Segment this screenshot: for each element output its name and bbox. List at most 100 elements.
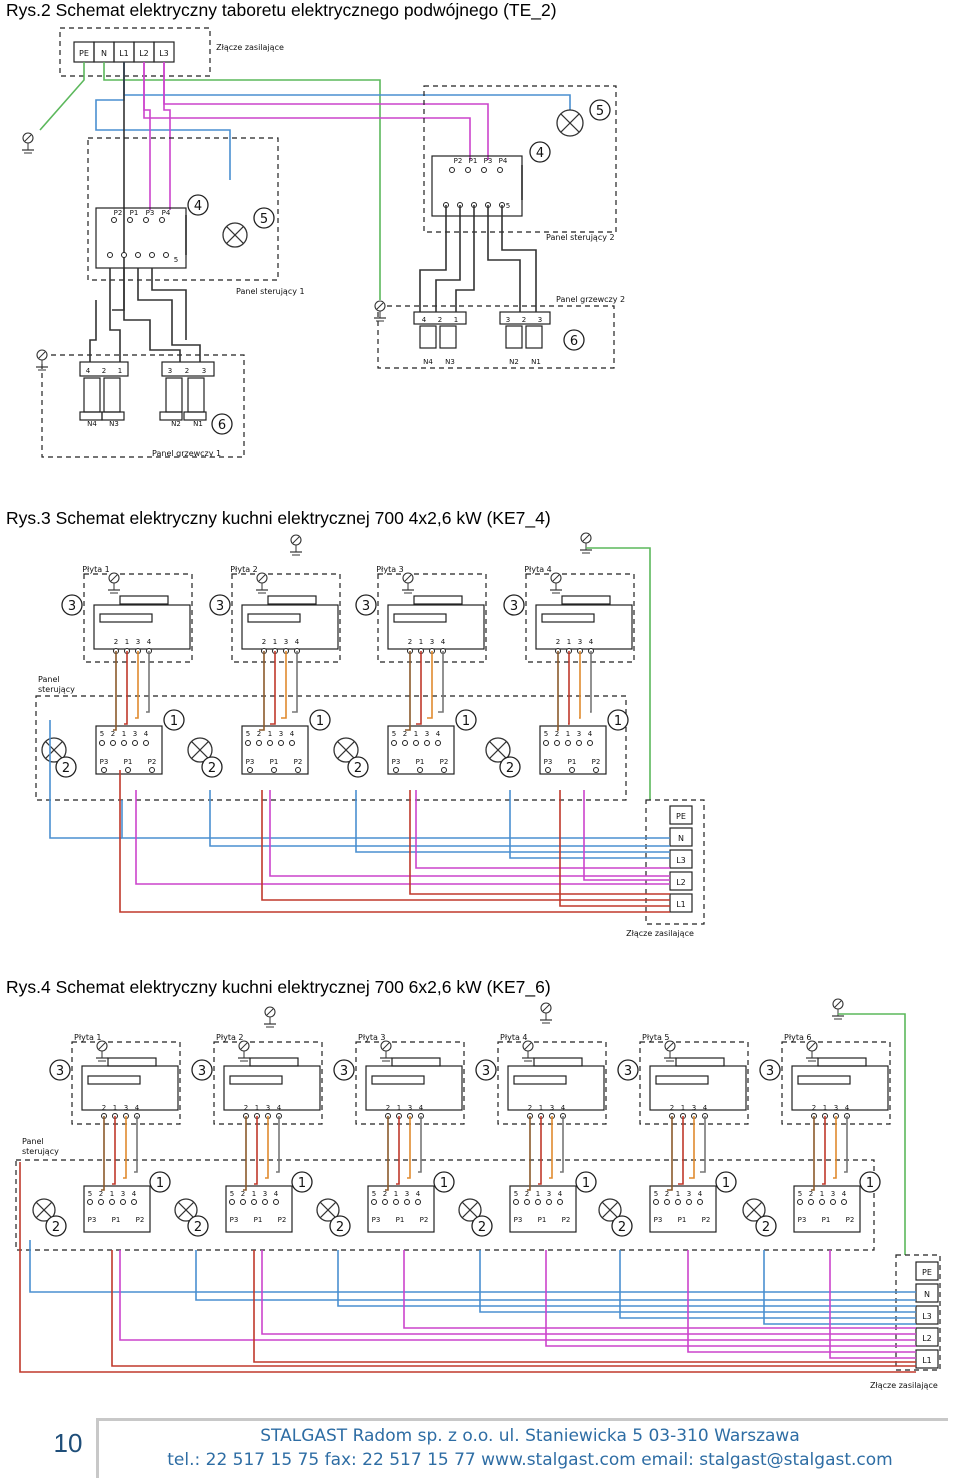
switch-label: P3 xyxy=(798,1216,807,1224)
terminal xyxy=(120,1199,126,1205)
callout-number: 2 xyxy=(62,761,70,776)
terminal-label: 2 xyxy=(102,1104,106,1112)
figure-2-caption: Rys.2 Schemat elektryczny taboretu elekt… xyxy=(6,0,557,20)
terminal xyxy=(543,740,549,746)
switch-label: P1 xyxy=(270,758,279,766)
wire xyxy=(407,1116,411,1179)
n-label: N2 xyxy=(509,358,519,366)
wire xyxy=(745,1201,763,1219)
terminal-label: 3 xyxy=(692,1104,696,1112)
switch-box xyxy=(95,207,187,269)
wire xyxy=(586,547,651,800)
terminal xyxy=(576,740,582,746)
heater-element xyxy=(103,377,121,413)
heater-element xyxy=(525,325,543,349)
wire xyxy=(110,574,118,582)
terminal-label: 3 xyxy=(550,1104,554,1112)
terminal xyxy=(99,740,105,746)
terminal xyxy=(402,740,408,746)
terminal xyxy=(110,740,116,746)
switch-label: 3 xyxy=(547,1190,551,1198)
wire xyxy=(396,1116,400,1185)
terminal-label: 2 xyxy=(244,1104,248,1112)
switch-label: 4 xyxy=(588,730,593,738)
callout-circle xyxy=(309,709,331,731)
switch-label: 1 xyxy=(122,730,126,738)
callout-circle xyxy=(355,594,377,616)
heater-element xyxy=(505,325,523,349)
switch-label: P2 xyxy=(420,1216,429,1224)
terminal-box xyxy=(669,871,693,891)
switch-label: P3 xyxy=(230,1216,239,1224)
terminal xyxy=(697,1199,703,1205)
wire xyxy=(134,1116,138,1173)
terminal-label: 1 xyxy=(273,638,277,646)
callout-number: 2 xyxy=(194,1220,202,1235)
terminal xyxy=(557,1199,563,1205)
terminal xyxy=(256,740,262,746)
wire xyxy=(135,651,139,719)
plate-box xyxy=(83,573,193,663)
wire xyxy=(281,651,287,719)
terminal-label: 3 xyxy=(124,1104,128,1112)
wire xyxy=(45,741,63,759)
wire xyxy=(35,1201,53,1219)
panel-label: Panel sterujący 1 xyxy=(236,287,305,296)
heater-terminal xyxy=(161,361,215,377)
switch-label: 2 xyxy=(257,730,261,738)
footer-divider xyxy=(96,1418,948,1421)
switch-label: P1 xyxy=(124,758,133,766)
panel-label: sterujący xyxy=(38,685,75,694)
switch-label: P2 xyxy=(702,1216,711,1224)
wire xyxy=(568,651,570,725)
terminal-label: 3 xyxy=(136,638,140,646)
plate-heater xyxy=(413,595,463,605)
wire xyxy=(808,1042,816,1050)
switch-box xyxy=(539,725,607,775)
callout-circle xyxy=(163,709,185,731)
callout-number: 4 xyxy=(194,199,202,214)
wire xyxy=(509,790,670,859)
callout-number: 3 xyxy=(56,1064,64,1079)
plate-element xyxy=(387,604,485,650)
switch-label: 3 xyxy=(425,730,429,738)
callout-number: 1 xyxy=(614,714,622,729)
wire xyxy=(243,1116,247,1191)
switch-label: P2 xyxy=(114,209,123,217)
terminal-box xyxy=(669,827,693,847)
terminal xyxy=(513,1199,519,1205)
callout-circle xyxy=(475,1059,497,1081)
callout-number: 3 xyxy=(510,599,518,614)
switch-label: 1 xyxy=(268,730,272,738)
terminal xyxy=(465,167,471,173)
callout-circle xyxy=(529,141,551,163)
terminal-label: L1 xyxy=(922,1356,932,1365)
wire xyxy=(49,720,122,839)
switch-label: P2 xyxy=(148,758,157,766)
switch-label: 2 xyxy=(383,1190,387,1198)
switch-label: 1 xyxy=(110,1190,114,1198)
wire xyxy=(111,1250,916,1367)
terminal xyxy=(111,217,117,223)
terminal xyxy=(371,1199,377,1205)
n-label: N4 xyxy=(87,420,97,428)
callout-circle xyxy=(563,329,585,351)
terminal-label: 1 xyxy=(823,1104,827,1112)
terminal-label: 1 xyxy=(255,1104,259,1112)
plate-element xyxy=(365,1065,463,1111)
plate-element xyxy=(649,1065,747,1111)
terminal-label: 3 xyxy=(430,638,434,646)
terminal-label: 3 xyxy=(266,1104,270,1112)
terminal-label: 1 xyxy=(118,367,122,375)
terminal-label: N xyxy=(101,49,107,58)
wire xyxy=(524,1042,532,1050)
terminal xyxy=(435,740,441,746)
callout-circle xyxy=(617,1059,639,1081)
plate-heater xyxy=(561,595,611,605)
switch-label: 5 xyxy=(798,1190,802,1198)
terminal-box xyxy=(915,1283,939,1303)
terminal xyxy=(593,767,599,773)
switch-label: P1 xyxy=(568,758,577,766)
callout-circle xyxy=(49,1059,71,1081)
